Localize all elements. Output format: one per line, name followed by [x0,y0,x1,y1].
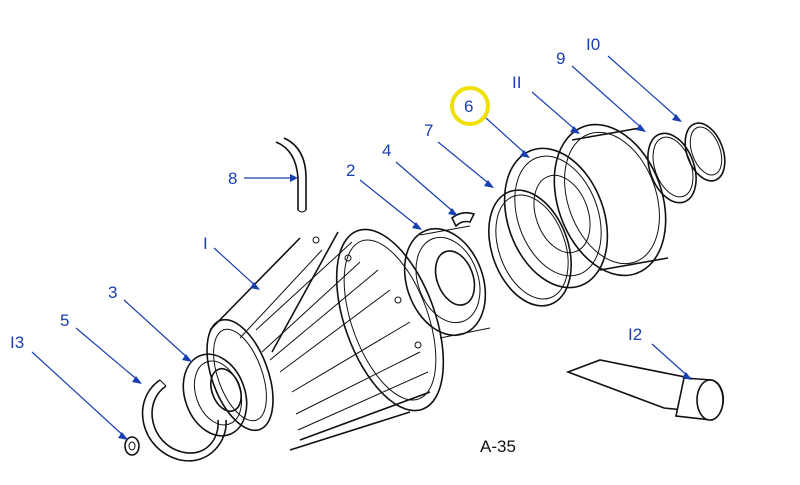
callout-labels: 8 I 2 4 7 6 II 9 I0 3 5 I3 I2 [10,35,642,352]
part-12-sealant-tube [565,359,725,421]
part-2-bearing [403,225,491,339]
figure-code: A-35 [480,437,516,456]
callout-9: 9 [556,49,565,68]
part-6-seal-ring [503,147,609,289]
callout-13: I3 [10,333,24,352]
callout-1: I [203,234,208,253]
part-4-clip [450,211,476,228]
callout-7: 7 [424,121,433,140]
part-1-conical-housing [206,228,445,451]
part-9-o-ring [647,132,697,204]
callout-8: 8 [228,169,237,188]
leader-lines [31,55,692,440]
part-13-washer [124,436,140,456]
part-10-o-ring [684,122,726,182]
callout-12: I2 [628,325,642,344]
callout-10: I0 [586,35,600,54]
part-8-bent-rod [275,137,307,213]
callout-2: 2 [346,161,355,180]
part-drawings [124,122,726,462]
callout-6: 6 [464,97,473,116]
callout-3: 3 [108,283,117,302]
part-7-snap-ring [488,189,572,307]
callout-5: 5 [60,311,69,330]
part-5-snap-ring [141,379,227,462]
callout-6-highlight [450,86,490,126]
part-3-bearing [182,353,248,437]
part-11-cover-hub [553,123,669,277]
callout-4: 4 [382,141,391,160]
callout-11: II [512,73,521,92]
